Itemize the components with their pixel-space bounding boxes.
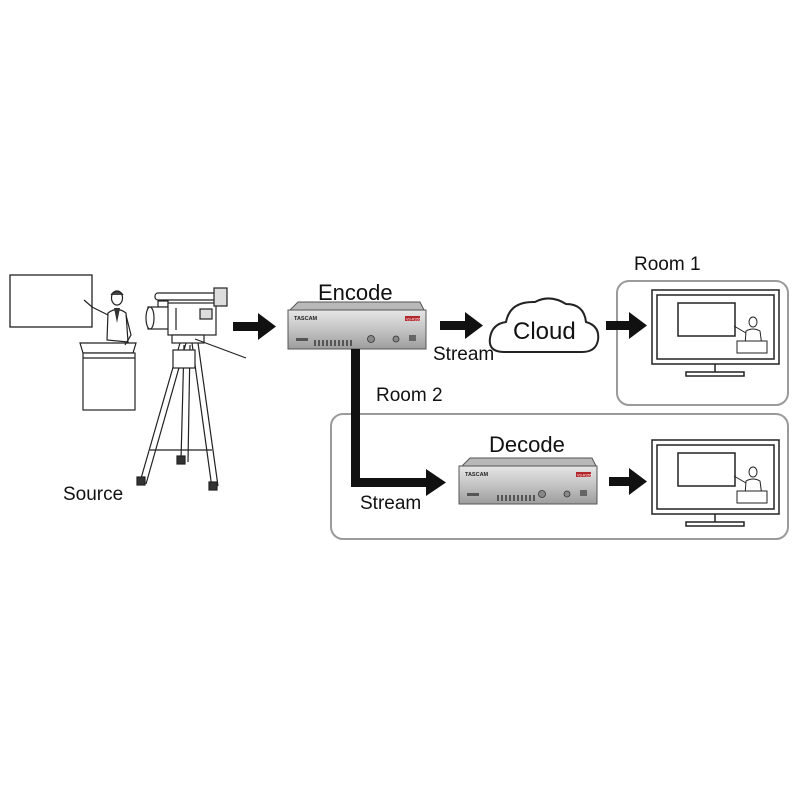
video-camera-icon: [136, 287, 247, 491]
stream-label-bottom: Stream: [360, 493, 422, 514]
source-label: Source: [63, 484, 124, 505]
decoder-device: TASCAM VS-R265: [458, 457, 598, 505]
room2-presenter-icon: [733, 466, 768, 504]
decode-label: Decode: [489, 432, 565, 457]
room2-label: Room 2: [376, 385, 443, 406]
room2-frame: [330, 413, 789, 540]
decoder-brand: TASCAM: [465, 472, 489, 478]
decoder-badge: VS-R265: [577, 473, 592, 477]
stream-label-top: Stream: [433, 344, 495, 365]
arrow-encode-to-cloud: [440, 312, 483, 339]
cloud-label: Cloud: [513, 318, 576, 345]
presentation-board: [9, 274, 93, 328]
cloud-icon: [488, 297, 600, 353]
encode-label: Encode: [318, 280, 393, 305]
room1-label: Room 1: [634, 254, 701, 275]
arrow-source-to-encode: [233, 313, 276, 340]
arrow-decode-to-room2: [609, 468, 647, 495]
encoder-badge: VS-R265: [406, 317, 421, 321]
encoder-brand: TASCAM: [294, 316, 318, 322]
encoder-device: TASCAM VS-R265: [287, 301, 427, 350]
arrow-cloud-to-room1: [606, 312, 647, 339]
room1-frame: [616, 280, 789, 406]
arrow-encode-to-decode: [351, 349, 446, 496]
room1-presenter-icon: [733, 316, 768, 354]
presenter-icon: [79, 290, 137, 411]
